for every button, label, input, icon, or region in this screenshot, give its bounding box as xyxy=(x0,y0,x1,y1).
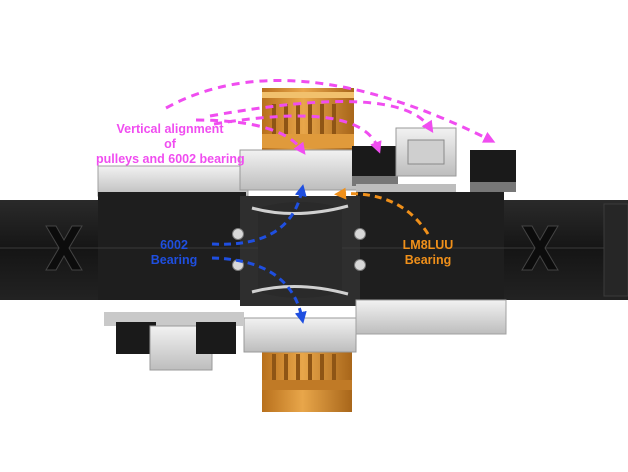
bottom-left-pulleys xyxy=(104,312,244,371)
vertical-alignment-label: Vertical alignment of pulleys and 6002 b… xyxy=(96,122,245,167)
vertical-alignment-line3: pulleys and 6002 bearing xyxy=(96,152,245,166)
left-x-mark xyxy=(45,225,83,271)
top-bearing-plate xyxy=(239,149,359,191)
bottom-right-bracket xyxy=(355,299,507,335)
bearing-6002-line1: 6002 xyxy=(160,238,188,252)
right-x-mark xyxy=(521,225,559,271)
top-left-bracket xyxy=(97,165,249,197)
bearing-6002-line2: Bearing xyxy=(150,253,198,267)
top-pulley-stack xyxy=(262,88,354,158)
alignment-arrows xyxy=(165,79,496,155)
bottom-bearing-plate xyxy=(243,317,357,353)
bearing-6002-arrows xyxy=(211,184,307,324)
vertical-alignment-line1: Vertical alignment xyxy=(116,122,224,136)
top-idler-pulleys xyxy=(352,127,516,192)
lm8luu-label: LM8LUU Bearing xyxy=(396,238,460,268)
bearing-6002-label: 6002 Bearing xyxy=(144,238,204,268)
lm8luu-line1: LM8LUU xyxy=(402,238,454,252)
lm8luu-line2: Bearing xyxy=(404,253,452,267)
center-bearing-opening xyxy=(251,202,349,298)
lm8luu-arrow xyxy=(334,187,430,235)
vertical-alignment-line2: of xyxy=(164,137,176,151)
